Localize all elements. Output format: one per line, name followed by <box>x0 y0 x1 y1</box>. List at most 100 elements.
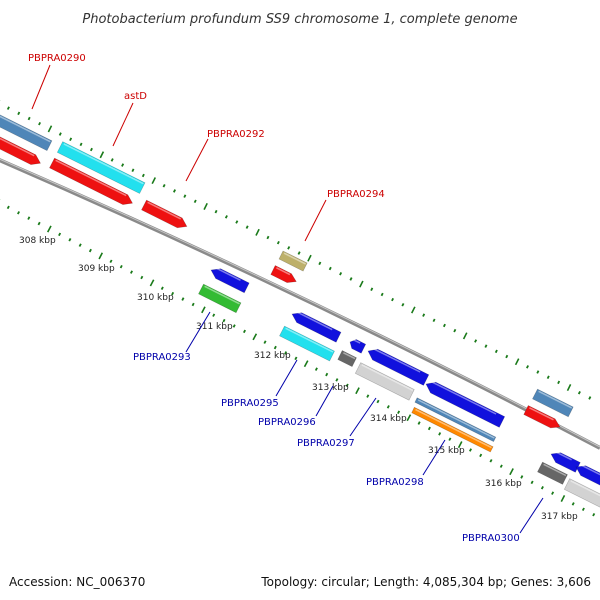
outer-tick <box>328 266 332 271</box>
inner-tick <box>17 211 20 215</box>
gene-feature-right-red[interactable] <box>523 405 561 429</box>
outer-tick <box>47 125 53 133</box>
gene-feature-pbpra0300[interactable] <box>537 461 568 485</box>
gene-feature-blue-e[interactable] <box>425 380 506 428</box>
gene-label-pbpra0293[interactable]: PBPRA0293 <box>133 352 191 363</box>
outer-tick <box>557 380 561 385</box>
leader-line <box>185 138 209 182</box>
inner-tick <box>386 405 390 409</box>
inner-tick <box>325 372 329 377</box>
inner-tick <box>6 205 10 210</box>
outer-tick <box>546 375 550 379</box>
gene-feature-pbpra0289[interactable] <box>0 135 41 165</box>
gene-label-astd[interactable]: astD <box>124 91 147 102</box>
outer-tick <box>141 173 145 178</box>
gene-label-pbpra0300[interactable]: PBPRA0300 <box>462 533 520 544</box>
outer-tick <box>173 189 176 193</box>
gene-feature-pbpra0298[interactable] <box>414 397 497 443</box>
outer-tick <box>69 137 73 141</box>
gene-feature-blue-a[interactable] <box>210 266 250 294</box>
gene-feature-blue-b[interactable] <box>291 310 342 343</box>
gene-label-pbpra0298[interactable]: PBPRA0298 <box>366 477 424 488</box>
inner-tick <box>366 394 370 398</box>
gene-feature-pbpra0292[interactable] <box>141 199 188 229</box>
outer-tick <box>255 228 260 236</box>
outer-tick <box>526 365 529 369</box>
gene-label-pbpra0295[interactable]: PBPRA0295 <box>221 398 279 409</box>
outer-tick <box>266 235 270 240</box>
inner-tick <box>406 414 412 422</box>
kbp-label: 315 kbp <box>428 446 465 456</box>
inner-tick <box>160 286 164 291</box>
gene-feature-blue-c[interactable] <box>349 339 367 354</box>
gene-feature-right-blue[interactable] <box>532 388 574 418</box>
outer-tick <box>339 271 343 276</box>
gene-feature-pbpra0294b[interactable] <box>270 265 297 283</box>
inner-tick <box>88 248 92 253</box>
kbp-labels: 308 kbp 309 kbp 310 kbp 311 kbp 312 kbp … <box>19 236 578 522</box>
inner-tick <box>130 270 133 274</box>
outer-tick <box>359 280 364 288</box>
kbp-label: 310 kbp <box>137 293 174 303</box>
gene-feature-pbpra0297[interactable] <box>354 362 415 401</box>
outer-tick <box>391 297 395 302</box>
outer-tick <box>566 384 572 392</box>
kbp-label: 309 kbp <box>78 264 115 274</box>
kbp-label: 317 kbp <box>541 512 578 522</box>
inner-tick <box>592 512 596 517</box>
inner-tick <box>171 291 175 296</box>
inner-tick <box>243 329 246 334</box>
gene-feature-pbpra0294[interactable] <box>278 250 308 272</box>
inner-tick <box>520 475 524 479</box>
gene-feature-pbpra0301[interactable] <box>563 478 600 510</box>
gene-label-pbpra0296[interactable]: PBPRA0296 <box>258 417 316 428</box>
inner-tick <box>68 237 72 242</box>
outer-tick <box>474 339 478 343</box>
inner-tick <box>263 340 267 344</box>
gene-feature-pbpra0291[interactable] <box>49 157 133 205</box>
genome-backbone <box>0 158 600 450</box>
gene-label-pbpra0294[interactable]: PBPRA0294 <box>327 189 385 200</box>
gene-feature-blue-d[interactable] <box>367 347 430 386</box>
tick-marks <box>0 100 596 517</box>
inner-tick <box>46 225 52 233</box>
inner-tick <box>78 243 82 247</box>
gene-feature-blue-g[interactable] <box>575 463 600 490</box>
inner-tick <box>479 453 483 458</box>
gene-label-leaders <box>31 64 544 534</box>
outer-tick <box>536 370 540 374</box>
outer-tick <box>453 328 457 333</box>
outer-tick <box>494 349 498 354</box>
outer-tick <box>297 251 301 255</box>
gene-label-pbpra0290[interactable]: PBPRA0290 <box>28 53 86 64</box>
outer-tick <box>6 106 10 110</box>
kbp-label: 313 kbp <box>312 383 349 393</box>
outer-tick <box>287 246 291 250</box>
outer-tick <box>183 194 187 198</box>
inner-tick <box>303 360 309 368</box>
outer-tick <box>193 199 197 204</box>
kbp-label: 316 kbp <box>485 479 522 489</box>
outer-tick <box>505 354 509 359</box>
gene-feature-pbpra0295[interactable] <box>279 325 335 362</box>
outer-tick <box>307 254 312 262</box>
gene-feature-pbpra0296[interactable] <box>337 350 357 368</box>
inner-tick <box>149 279 155 287</box>
inner-tick <box>201 306 206 314</box>
outer-tick <box>224 215 228 219</box>
inner-tick <box>294 356 298 361</box>
gene-label-pbpra0292[interactable]: PBPRA0292 <box>207 129 265 140</box>
gene-feature-pbpra0290[interactable] <box>0 113 53 152</box>
gene-features <box>0 113 600 510</box>
genome-summary-text: Topology: circular; Length: 4,085,304 bp… <box>260 575 591 589</box>
outer-tick <box>410 306 416 314</box>
gene-label-pbpra0297[interactable]: PBPRA0297 <box>297 438 355 449</box>
gene-feature-pbpra0299[interactable] <box>411 406 494 453</box>
gene-feature-astd[interactable] <box>56 141 146 194</box>
inner-tick <box>222 318 226 323</box>
outer-tick <box>462 332 468 340</box>
gene-feature-pbpra0293[interactable] <box>198 283 242 314</box>
outer-tick <box>131 168 135 172</box>
outer-tick <box>58 132 62 136</box>
